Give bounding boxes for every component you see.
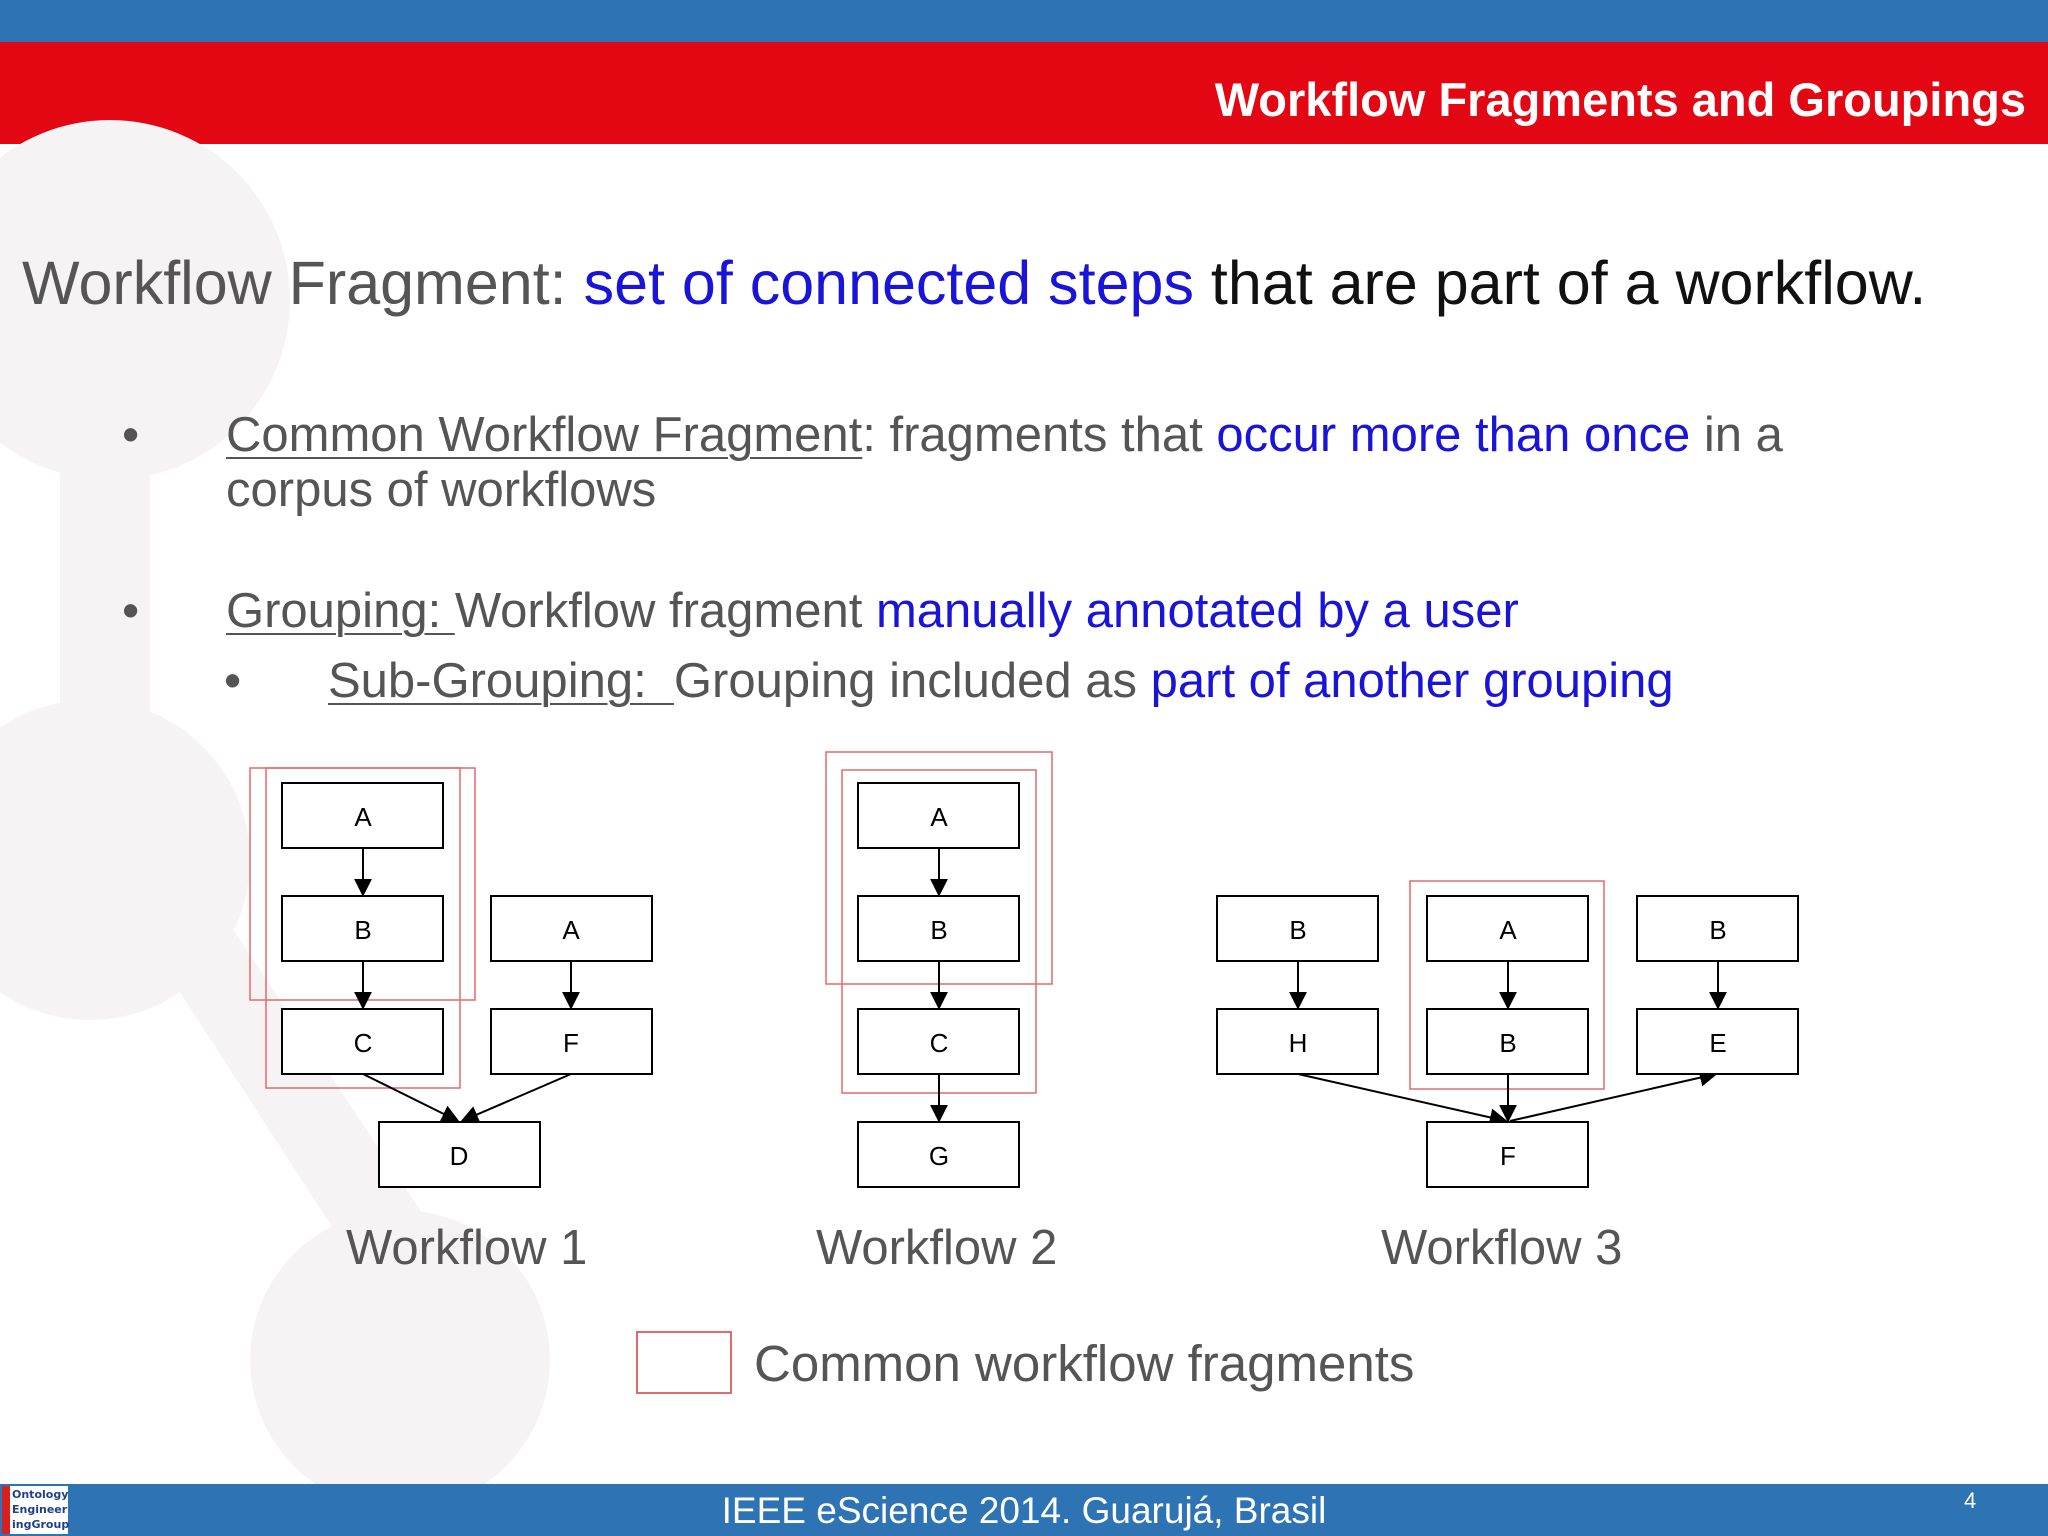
logo-text-line: Ontology bbox=[12, 1488, 69, 1501]
headline-highlight: set of connected steps bbox=[583, 249, 1194, 317]
bullet-dot: • bbox=[122, 408, 140, 462]
group-logo: Ontology Engineer ingGroup bbox=[2, 1486, 69, 1534]
node-label: A bbox=[930, 802, 948, 832]
node-label: A bbox=[1499, 915, 1517, 945]
node-box bbox=[1216, 895, 1379, 962]
node-label: F bbox=[563, 1028, 579, 1058]
edge bbox=[1509, 1068, 1718, 1122]
node-box bbox=[1426, 1121, 1589, 1188]
slide-title: Workflow Fragments and Groupings bbox=[1214, 73, 2026, 126]
node-box bbox=[281, 782, 444, 849]
logo-text-line: Engineer bbox=[12, 1503, 68, 1516]
headline: Workflow Fragment: set of connected step… bbox=[22, 248, 1926, 318]
bullet-grouping: • Grouping: Workflow fragment manually a… bbox=[122, 584, 1519, 639]
bullet-sub-grouping: • Sub-Grouping: Grouping included as par… bbox=[224, 654, 1674, 709]
workflow-3-label: Workflow 3 bbox=[1381, 1221, 1623, 1275]
node-label: C bbox=[930, 1028, 949, 1058]
bullet-text-after: in a bbox=[1690, 408, 1783, 462]
node-label: B bbox=[1709, 915, 1726, 945]
edge bbox=[1297, 1073, 1508, 1127]
node-box bbox=[1636, 895, 1799, 962]
node-label: B bbox=[930, 915, 947, 945]
node-box bbox=[281, 895, 444, 962]
page-number: 4 bbox=[1964, 1488, 1977, 1513]
term-sub-grouping: Sub-Grouping: bbox=[328, 654, 674, 708]
node-label: H bbox=[1289, 1028, 1308, 1058]
footer-bar bbox=[0, 1484, 2048, 1536]
node-label: B bbox=[1499, 1028, 1516, 1058]
headline-rest: that are part of a workflow. bbox=[1193, 249, 1927, 317]
edge bbox=[460, 1073, 572, 1123]
node-label: F bbox=[1500, 1141, 1516, 1171]
title-bar bbox=[0, 42, 2048, 144]
bullet-text: Grouping included as bbox=[673, 654, 1151, 708]
logo-text: Ontology Engineer ingGroup bbox=[12, 1487, 69, 1532]
bullet-text: : fragments that bbox=[862, 408, 1217, 462]
node-box bbox=[857, 895, 1020, 962]
bullet-highlight: occur more than once bbox=[1216, 408, 1691, 462]
node-box bbox=[857, 782, 1020, 849]
node-box bbox=[857, 1008, 1020, 1075]
node-box bbox=[1216, 1008, 1379, 1075]
node-label: A bbox=[354, 802, 372, 832]
bullet-text: Workflow fragment bbox=[454, 584, 876, 638]
term-common-workflow-fragment: Common Workflow Fragment bbox=[226, 408, 863, 462]
term-grouping: Grouping: bbox=[226, 584, 455, 638]
bullet-highlight: manually annotated by a user bbox=[875, 584, 1519, 638]
node-box bbox=[490, 1008, 653, 1075]
footer-text: IEEE eScience 2014. Guarujá, Brasil bbox=[721, 1490, 1327, 1531]
node-label: G bbox=[929, 1141, 949, 1171]
headline-label: Workflow Fragment: bbox=[22, 249, 584, 317]
node-label: B bbox=[1289, 915, 1306, 945]
node-label: E bbox=[1709, 1028, 1726, 1058]
node-box bbox=[857, 1121, 1020, 1188]
node-box bbox=[490, 895, 653, 962]
bullet-dot: • bbox=[224, 654, 242, 708]
node-box bbox=[1426, 1008, 1589, 1075]
bullet-text-line2: corpus of workflows bbox=[226, 463, 657, 517]
node-label: C bbox=[354, 1028, 373, 1058]
node-box bbox=[1636, 1008, 1799, 1075]
node-label: A bbox=[562, 915, 580, 945]
bullet-common-fragment: • Common Workflow Fragment: fragments th… bbox=[122, 408, 1783, 518]
node-label: B bbox=[354, 915, 371, 945]
node-box bbox=[281, 1008, 444, 1075]
logo-stripe bbox=[2, 1486, 10, 1534]
legend-label: Common workflow fragments bbox=[754, 1335, 1415, 1392]
node-label: D bbox=[450, 1141, 469, 1171]
legend-swatch bbox=[636, 1331, 732, 1394]
logo-text-line: ingGroup bbox=[12, 1518, 70, 1531]
bullet-highlight: part of another grouping bbox=[1150, 654, 1674, 708]
workflow-2-label: Workflow 2 bbox=[816, 1221, 1058, 1275]
node-box bbox=[378, 1121, 541, 1188]
bullet-dot: • bbox=[122, 584, 140, 638]
node-box bbox=[1426, 895, 1589, 962]
workflow-1-label: Workflow 1 bbox=[346, 1221, 588, 1275]
top-bar bbox=[0, 0, 2048, 42]
edge bbox=[362, 1073, 460, 1122]
fragment-outline bbox=[265, 767, 461, 1089]
